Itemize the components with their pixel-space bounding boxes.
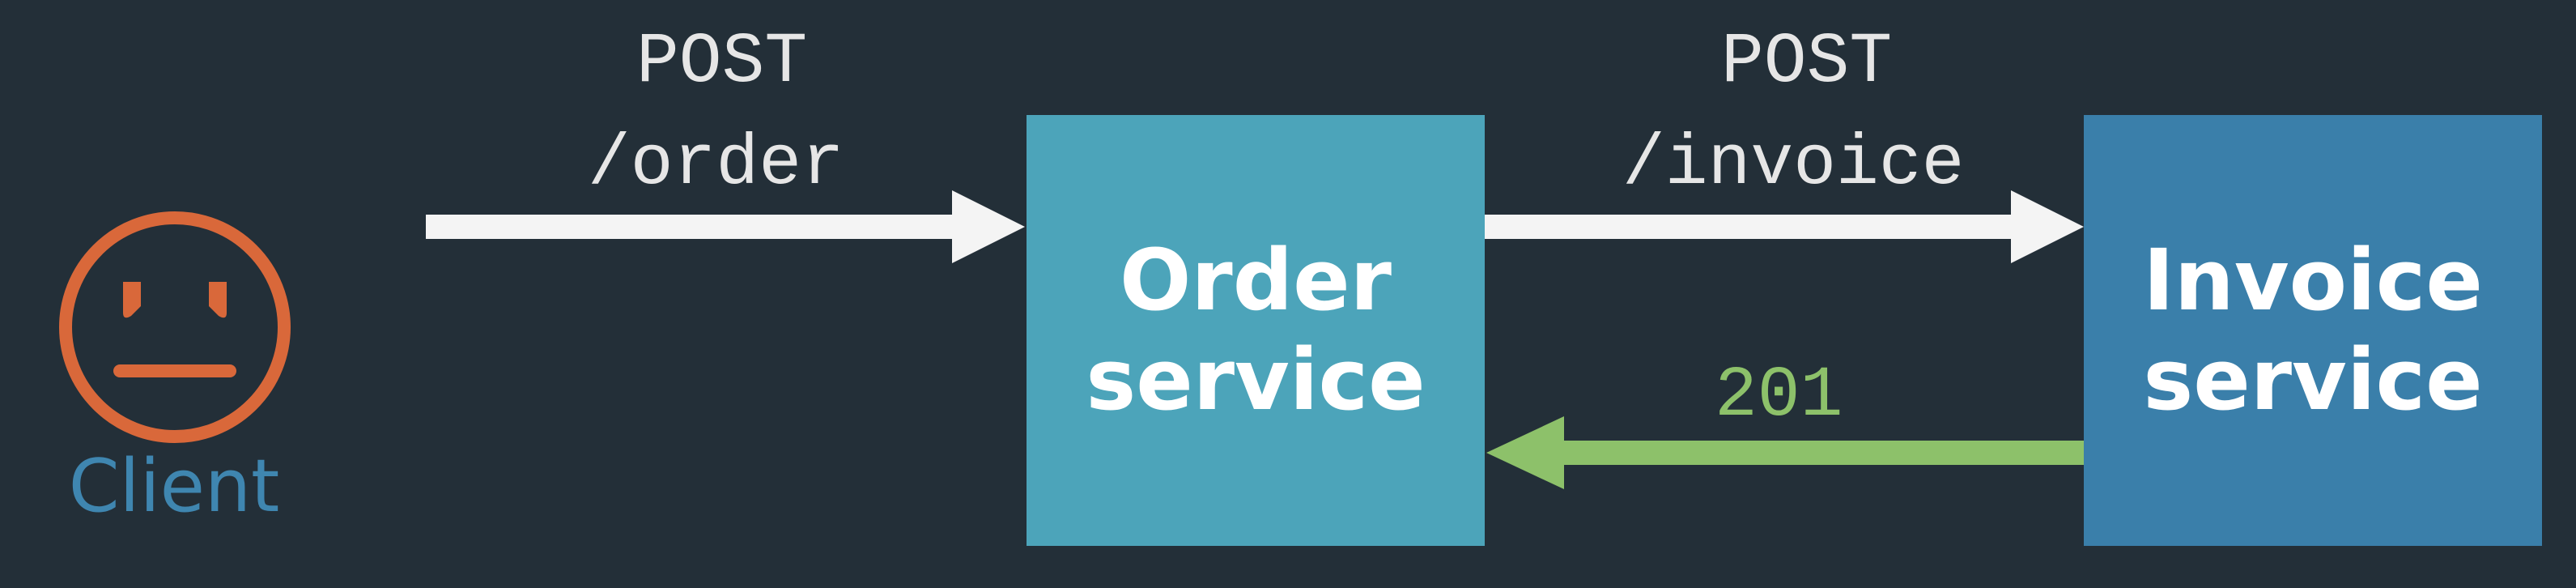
invoice-service-box: Invoice service <box>2084 115 2542 546</box>
invoice-service-title-line2: service <box>2143 330 2483 429</box>
arrow-order-to-invoice <box>1485 190 2084 263</box>
invoice-service-title-line1: Invoice <box>2143 231 2483 330</box>
request-path-label-order: /order <box>588 125 844 205</box>
request-path-label-invoice: /invoice <box>1622 125 1965 205</box>
neutral-face-icon <box>59 211 291 443</box>
request-method-label-invoice: POST <box>1721 23 1893 103</box>
client-label: Client <box>68 444 280 529</box>
order-service-box: Order service <box>1027 115 1485 546</box>
arrow-client-to-order <box>426 190 1025 263</box>
order-service-title-line1: Order <box>1120 231 1392 330</box>
arrow-invoice-to-order-response <box>1486 416 2084 489</box>
request-method-label-order: POST <box>636 23 808 103</box>
order-service-title-line2: service <box>1086 330 1426 429</box>
response-status-label: 201 <box>1715 356 1843 437</box>
